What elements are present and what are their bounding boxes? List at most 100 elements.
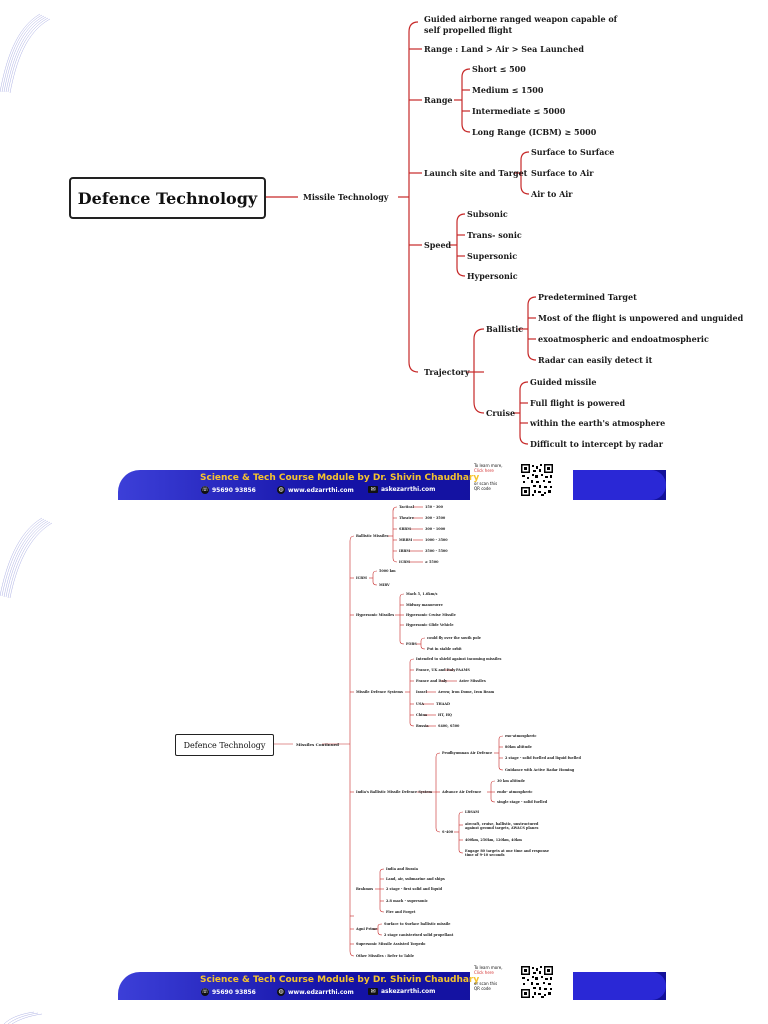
ballistic-theatre: Theatre	[399, 516, 414, 520]
email-link-2[interactable]: askezarrthi.com	[381, 988, 436, 995]
root-node-defence-technology-2: Defence Technology	[175, 734, 274, 756]
ballistic-tactical-range: 150 - 300	[425, 505, 443, 509]
hub-missile-technology: Missile Technology	[303, 192, 389, 202]
branch-range: Range	[424, 95, 453, 105]
mds-france-italy: France and Italy	[416, 679, 448, 683]
phone-number: 95690 93856	[212, 486, 256, 494]
hub-missiles-continued: Missiles Continued	[296, 742, 339, 747]
s400-item-1: LRSAM	[465, 810, 480, 814]
qr-note-line-4: QR code	[474, 486, 491, 491]
qr-note-line-1: To learn more,	[474, 463, 503, 468]
s400-item-4: Engage 80 targets at one time and respon…	[465, 849, 549, 857]
mds-france-uk-italy: France, UK and Italy	[416, 668, 456, 672]
ballistic-item-3: exoatmospheric and endoatmospheric	[538, 334, 709, 344]
banner-email[interactable]: ✉ askezarrthi.com	[368, 486, 435, 493]
definition-line-1: Guided airborne ranged weapon capable of	[424, 14, 618, 24]
brahmos-item-2: Land, air, submarine and ships	[386, 877, 445, 881]
phone-number-2: 95690 93856	[212, 988, 256, 996]
pad-item-1: exo-atmospheric	[505, 734, 537, 738]
trajectory-cruise: Cruise	[486, 408, 516, 418]
brahmos-item-5: Fire and Forget	[386, 910, 416, 914]
ballistic-mrbm-range: 1000 - 3500	[425, 538, 448, 542]
banner-phone-2: ☏ 95690 93856	[201, 988, 256, 996]
swoosh-decoration-bottom	[3, 1011, 43, 1024]
range-long: Long Range (ICBM) ≥ 5000	[472, 127, 597, 137]
bmd-s400: S-400	[442, 830, 454, 834]
speed-subsonic: Subsonic	[467, 209, 508, 219]
speed-transonic: Trans- sonic	[467, 230, 522, 240]
website-link-2[interactable]: www.edzarrthi.com	[288, 988, 354, 996]
cruise-item-2: Full flight is powered	[530, 398, 626, 408]
phone-icon: ☏	[201, 486, 209, 494]
ballistic-item-1: Predetermined Target	[538, 292, 637, 302]
branch-launch-site: Launch site and Target	[424, 168, 528, 178]
branch-icbm: ICBM	[356, 576, 367, 580]
branch-ballistic-missiles: Ballistic Missiles	[356, 534, 389, 538]
ballistic-item-4: Radar can easily detect it	[538, 355, 653, 365]
qr-note-line-3: or scan this	[474, 481, 498, 486]
banner-title-2: Science & Tech Course Module by Dr. Shiv…	[200, 975, 480, 985]
ballistic-mrbm: MRBM	[399, 538, 413, 542]
banner-accent-right-2	[573, 972, 666, 1000]
qr-note-2-line-4: QR code	[474, 986, 491, 991]
brahmos-item-1: India and Russia	[386, 867, 418, 871]
qr-click-link-2[interactable]: Click here	[474, 970, 494, 975]
mds-china-systems: HT, HQ	[438, 713, 452, 717]
branch-speed: Speed	[424, 240, 452, 250]
root-node-label: Defence Technology	[77, 188, 258, 208]
banner-email-2[interactable]: ✉ askezarrthi.com	[368, 988, 435, 995]
mds-russia: Russia	[416, 724, 429, 728]
aad-item-3: single stage - solid fuelled	[497, 800, 548, 804]
speed-hypersonic: Hypersonic	[467, 271, 518, 281]
hypersonic-item-1: Mach 5, 1.6km/s	[406, 592, 438, 596]
speed-supersonic: Supersonic	[467, 251, 518, 261]
aad-item-1: 30 km altitude	[497, 779, 525, 783]
branch-brahmos: Brahmos	[356, 887, 374, 891]
banner-phone: ☏ 95690 93856	[201, 486, 256, 494]
cruise-item-1: Guided missile	[530, 377, 597, 387]
mds-intended: Intended to shield against incoming miss…	[416, 657, 502, 661]
agni-item-1: Surface to Surface ballistic missile	[384, 922, 451, 926]
banner-accent-right	[573, 470, 666, 500]
globe-icon: ◍	[277, 486, 285, 494]
aad-item-2: endo- atmospheric	[497, 790, 533, 794]
bmd-advance-air: Advance Air Defence	[442, 790, 482, 794]
qr-code-icon[interactable]	[520, 463, 554, 497]
email-link[interactable]: askezarrthi.com	[381, 486, 436, 493]
branch-other-missiles: Other Missiles : Refer to Table	[356, 954, 414, 958]
ballistic-srbm-range: 300 - 1000	[425, 527, 446, 531]
banner-website-2[interactable]: ◍ www.edzarrthi.com	[277, 988, 354, 996]
hypersonic-item-2: Midway manoeuvre	[406, 603, 443, 607]
branch-agni-prime: Agni Prime	[356, 927, 378, 931]
range-launch-order: Range : Land > Air > Sea Launched	[424, 44, 584, 54]
qr-note-2: To learn more, Click here or scan this Q…	[474, 965, 503, 991]
ballistic-irbm-range: 3500 - 5500	[425, 549, 448, 553]
trajectory-ballistic: Ballistic	[486, 324, 524, 334]
ballistic-irbm: IRBM	[399, 549, 411, 553]
icbm-range: 5000 km	[379, 569, 396, 573]
mds-usa: USA	[416, 702, 425, 706]
launch-surface-surface: Surface to Surface	[531, 147, 615, 157]
root-node-label-2: Defence Technology	[183, 740, 266, 750]
qr-note: To learn more, Click here or scan this Q…	[474, 463, 503, 491]
definition-line-2: self propelled flight	[424, 25, 513, 35]
launch-air-air: Air to Air	[531, 189, 573, 199]
fobs-item-2: Put in stable orbit	[427, 647, 462, 651]
qr-code-icon[interactable]	[520, 965, 554, 999]
mds-israel-systems: Arrow, Iron Dome, Iron Beam	[438, 690, 495, 694]
branch-india-bmd: India's Ballistic Missile Defence System	[356, 790, 432, 794]
ballistic-icbm-range: ≥ 5500	[425, 560, 439, 564]
ballistic-theatre-range: 300 - 3500	[425, 516, 446, 520]
mds-china: China	[416, 713, 428, 717]
pad-item-4: Guidance with Active Radar Homing	[505, 768, 575, 772]
qr-note-2-line-3: or scan this	[474, 981, 498, 986]
swoosh-decoration-mid	[0, 517, 53, 599]
range-intermediate: Intermediate ≤ 5000	[472, 106, 566, 116]
banner-website[interactable]: ◍ www.edzarrthi.com	[277, 486, 354, 494]
website-link[interactable]: www.edzarrthi.com	[288, 486, 354, 494]
bmd-prudhyumnan: Prudhyumnan Air Defence	[442, 751, 493, 755]
mds-russia-systems: S400, S500	[438, 724, 460, 728]
qr-click-link[interactable]: Click here	[474, 468, 494, 473]
hypersonic-fobs: FOBS	[406, 642, 417, 646]
mds-israel: Israel	[416, 690, 427, 694]
